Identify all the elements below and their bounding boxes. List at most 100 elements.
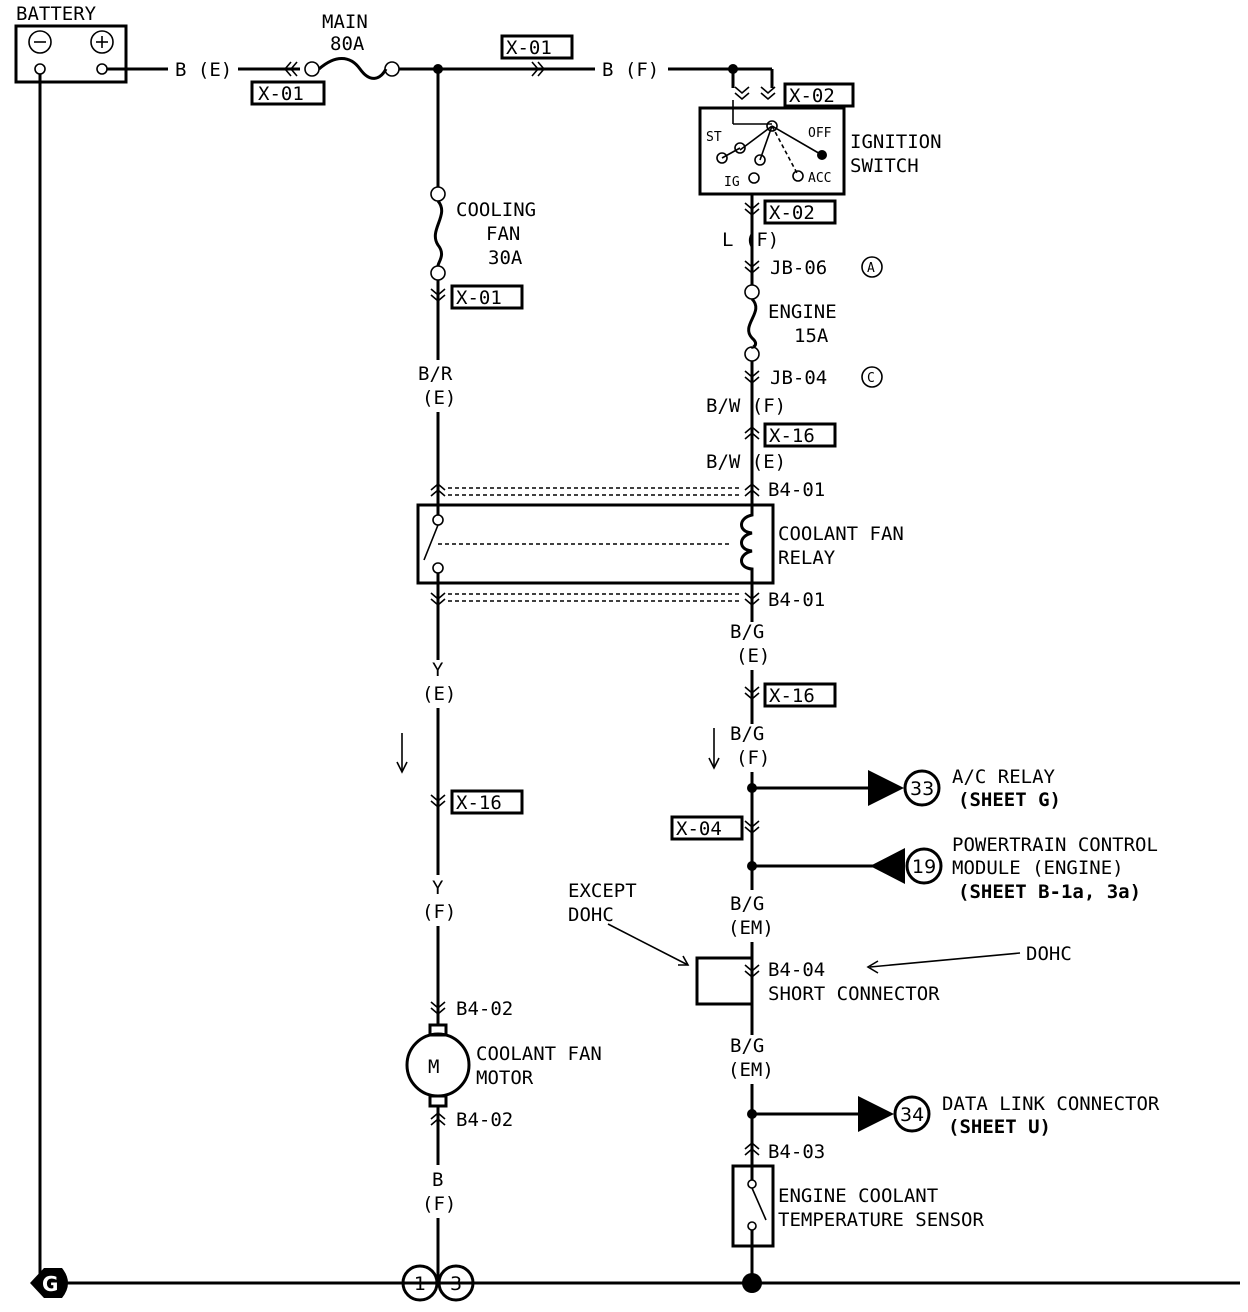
svg-text:X-16: X-16 — [456, 792, 502, 814]
svg-text:IGNITION: IGNITION — [850, 131, 942, 153]
svg-text:ST: ST — [706, 130, 722, 145]
ref-data-link-connector: 34 DATA LINK CONNECTOR (SHEET U) — [747, 1093, 1160, 1138]
svg-text:SWITCH: SWITCH — [850, 155, 919, 177]
svg-text:B4-02: B4-02 — [456, 998, 513, 1020]
svg-text:1: 1 — [414, 1273, 426, 1295]
coolant-fan-relay: B4-01 COOLANT FAN RELAY B4-01 — [416, 479, 904, 611]
svg-text:X-01: X-01 — [506, 37, 552, 59]
wire-label-br: B/R — [418, 363, 453, 385]
svg-text:DOHC: DOHC — [1026, 943, 1072, 965]
svg-text:A: A — [867, 261, 875, 276]
svg-text:C: C — [867, 371, 875, 386]
svg-text:B4-04: B4-04 — [768, 959, 825, 981]
svg-text:B4-03: B4-03 — [768, 1141, 825, 1163]
battery-negative-icon — [28, 30, 52, 54]
battery-label: BATTERY — [16, 3, 97, 25]
svg-text:X-01: X-01 — [258, 83, 304, 105]
svg-text:MODULE (ENGINE): MODULE (ENGINE) — [952, 857, 1124, 879]
engine-coolant-temperature-sensor: ENGINE COOLANT TEMPERATURE SENSOR — [731, 1164, 984, 1248]
wire-label-b-f: B (F) — [602, 59, 659, 81]
svg-text:M: M — [428, 1056, 439, 1078]
coolant-fan-motor: M COOLANT FAN MOTOR — [405, 1023, 602, 1108]
svg-text:A/C RELAY: A/C RELAY — [952, 766, 1056, 788]
svg-text:(SHEET U): (SHEET U) — [948, 1116, 1051, 1138]
svg-text:DATA LINK CONNECTOR: DATA LINK CONNECTOR — [942, 1093, 1160, 1115]
svg-text:X-04: X-04 — [676, 818, 722, 840]
svg-text:X-02: X-02 — [789, 85, 835, 107]
svg-text:ACC: ACC — [808, 171, 831, 186]
ref-pcm: 19 POWERTRAIN CONTROL MODULE (ENGINE) (S… — [747, 834, 1158, 903]
svg-text:MAIN: MAIN — [322, 11, 368, 33]
svg-text:(E): (E) — [736, 645, 770, 667]
svg-text:B4-02: B4-02 — [456, 1109, 513, 1131]
ground-point-sensor — [742, 1273, 762, 1293]
cooling-fan-fuse: COOLING FAN 30A — [430, 186, 536, 281]
svg-text:COOLING: COOLING — [456, 199, 536, 221]
svg-text:FAN: FAN — [486, 223, 520, 245]
connector-x16-b — [763, 682, 837, 708]
svg-text:X-02: X-02 — [769, 202, 815, 224]
svg-text:MOTOR: MOTOR — [476, 1067, 534, 1089]
svg-text:(E): (E) — [422, 387, 456, 409]
wire-label-bw-f: B/W (F) — [706, 395, 786, 417]
svg-text:JB-06: JB-06 — [770, 257, 827, 279]
svg-text:19: 19 — [912, 856, 936, 878]
battery-positive-icon — [90, 30, 114, 54]
svg-text:DOHC: DOHC — [568, 904, 614, 926]
svg-text:IG: IG — [724, 175, 740, 190]
svg-text:X-16: X-16 — [769, 685, 815, 707]
wire-label-bw-e: B/W (E) — [706, 451, 786, 473]
connector-x01-c — [450, 284, 524, 310]
svg-text:30A: 30A — [488, 247, 523, 269]
svg-text:(E): (E) — [422, 683, 456, 705]
wire-label-l-f: L (F) — [722, 229, 779, 251]
flow-arrow-left-icon — [396, 733, 408, 774]
svg-text:ENGINE COOLANT: ENGINE COOLANT — [778, 1185, 938, 1207]
svg-text:(F): (F) — [422, 901, 456, 923]
svg-text:X-01: X-01 — [456, 287, 502, 309]
wire-label-bg-3: B/G — [730, 893, 764, 915]
flow-arrow-right-icon — [708, 728, 720, 770]
svg-text:EXCEPT: EXCEPT — [568, 880, 637, 902]
svg-text:ENGINE: ENGINE — [768, 301, 837, 323]
connector-x16-a — [763, 422, 837, 448]
svg-text:COOLANT FAN: COOLANT FAN — [778, 523, 904, 545]
battery: BATTERY — [14, 3, 128, 84]
ground-points-1-3: 1 3 — [401, 1264, 475, 1302]
svg-text:JB-04: JB-04 — [770, 367, 827, 389]
svg-text:(F): (F) — [422, 1193, 456, 1215]
svg-text:(SHEET G): (SHEET G) — [958, 789, 1061, 811]
svg-text:OFF: OFF — [808, 126, 832, 141]
svg-text:TEMPERATURE SENSOR: TEMPERATURE SENSOR — [778, 1209, 984, 1231]
connector-x02-b — [763, 199, 837, 225]
svg-text:B4-01: B4-01 — [768, 479, 825, 501]
short-connector: B4-04 SHORT CONNECTOR EXCEPT DOHC DOHC — [568, 880, 1072, 1006]
wire-label-y-1: Y — [432, 659, 444, 681]
svg-text:33: 33 — [910, 778, 934, 800]
wire-label-b-e: B (E) — [175, 59, 232, 81]
main-fuse: MAIN 80A — [304, 11, 400, 80]
connector-x04 — [670, 815, 744, 841]
svg-text:SHORT CONNECTOR: SHORT CONNECTOR — [768, 983, 940, 1005]
wire-label-y-2: Y — [432, 877, 444, 899]
svg-text:80A: 80A — [330, 33, 365, 55]
ground-g-icon: G — [30, 1268, 68, 1298]
svg-text:B4-01: B4-01 — [768, 589, 825, 611]
svg-text:(EM): (EM) — [728, 1059, 774, 1081]
connector-x16-c — [450, 789, 524, 815]
svg-text:(SHEET B-1a, 3a): (SHEET B-1a, 3a) — [958, 881, 1141, 903]
svg-text:X-16: X-16 — [769, 425, 815, 447]
svg-text:15A: 15A — [794, 325, 829, 347]
svg-text:34: 34 — [900, 1104, 924, 1126]
wire-label-b: B — [432, 1169, 443, 1191]
ignition-switch: X-02 ST IG OFF ACC IGNITION SWITCH — [698, 82, 942, 196]
svg-text:POWERTRAIN CONTROL: POWERTRAIN CONTROL — [952, 834, 1158, 856]
svg-text:(F): (F) — [736, 747, 770, 769]
connector-x02-a — [783, 82, 855, 108]
svg-text:COOLANT FAN: COOLANT FAN — [476, 1043, 602, 1065]
ref-ac-relay: 33 A/C RELAY (SHEET G) — [747, 766, 1061, 811]
svg-text:3: 3 — [450, 1273, 462, 1295]
svg-text:RELAY: RELAY — [778, 547, 836, 569]
wire-label-bg-2: B/G — [730, 723, 764, 745]
